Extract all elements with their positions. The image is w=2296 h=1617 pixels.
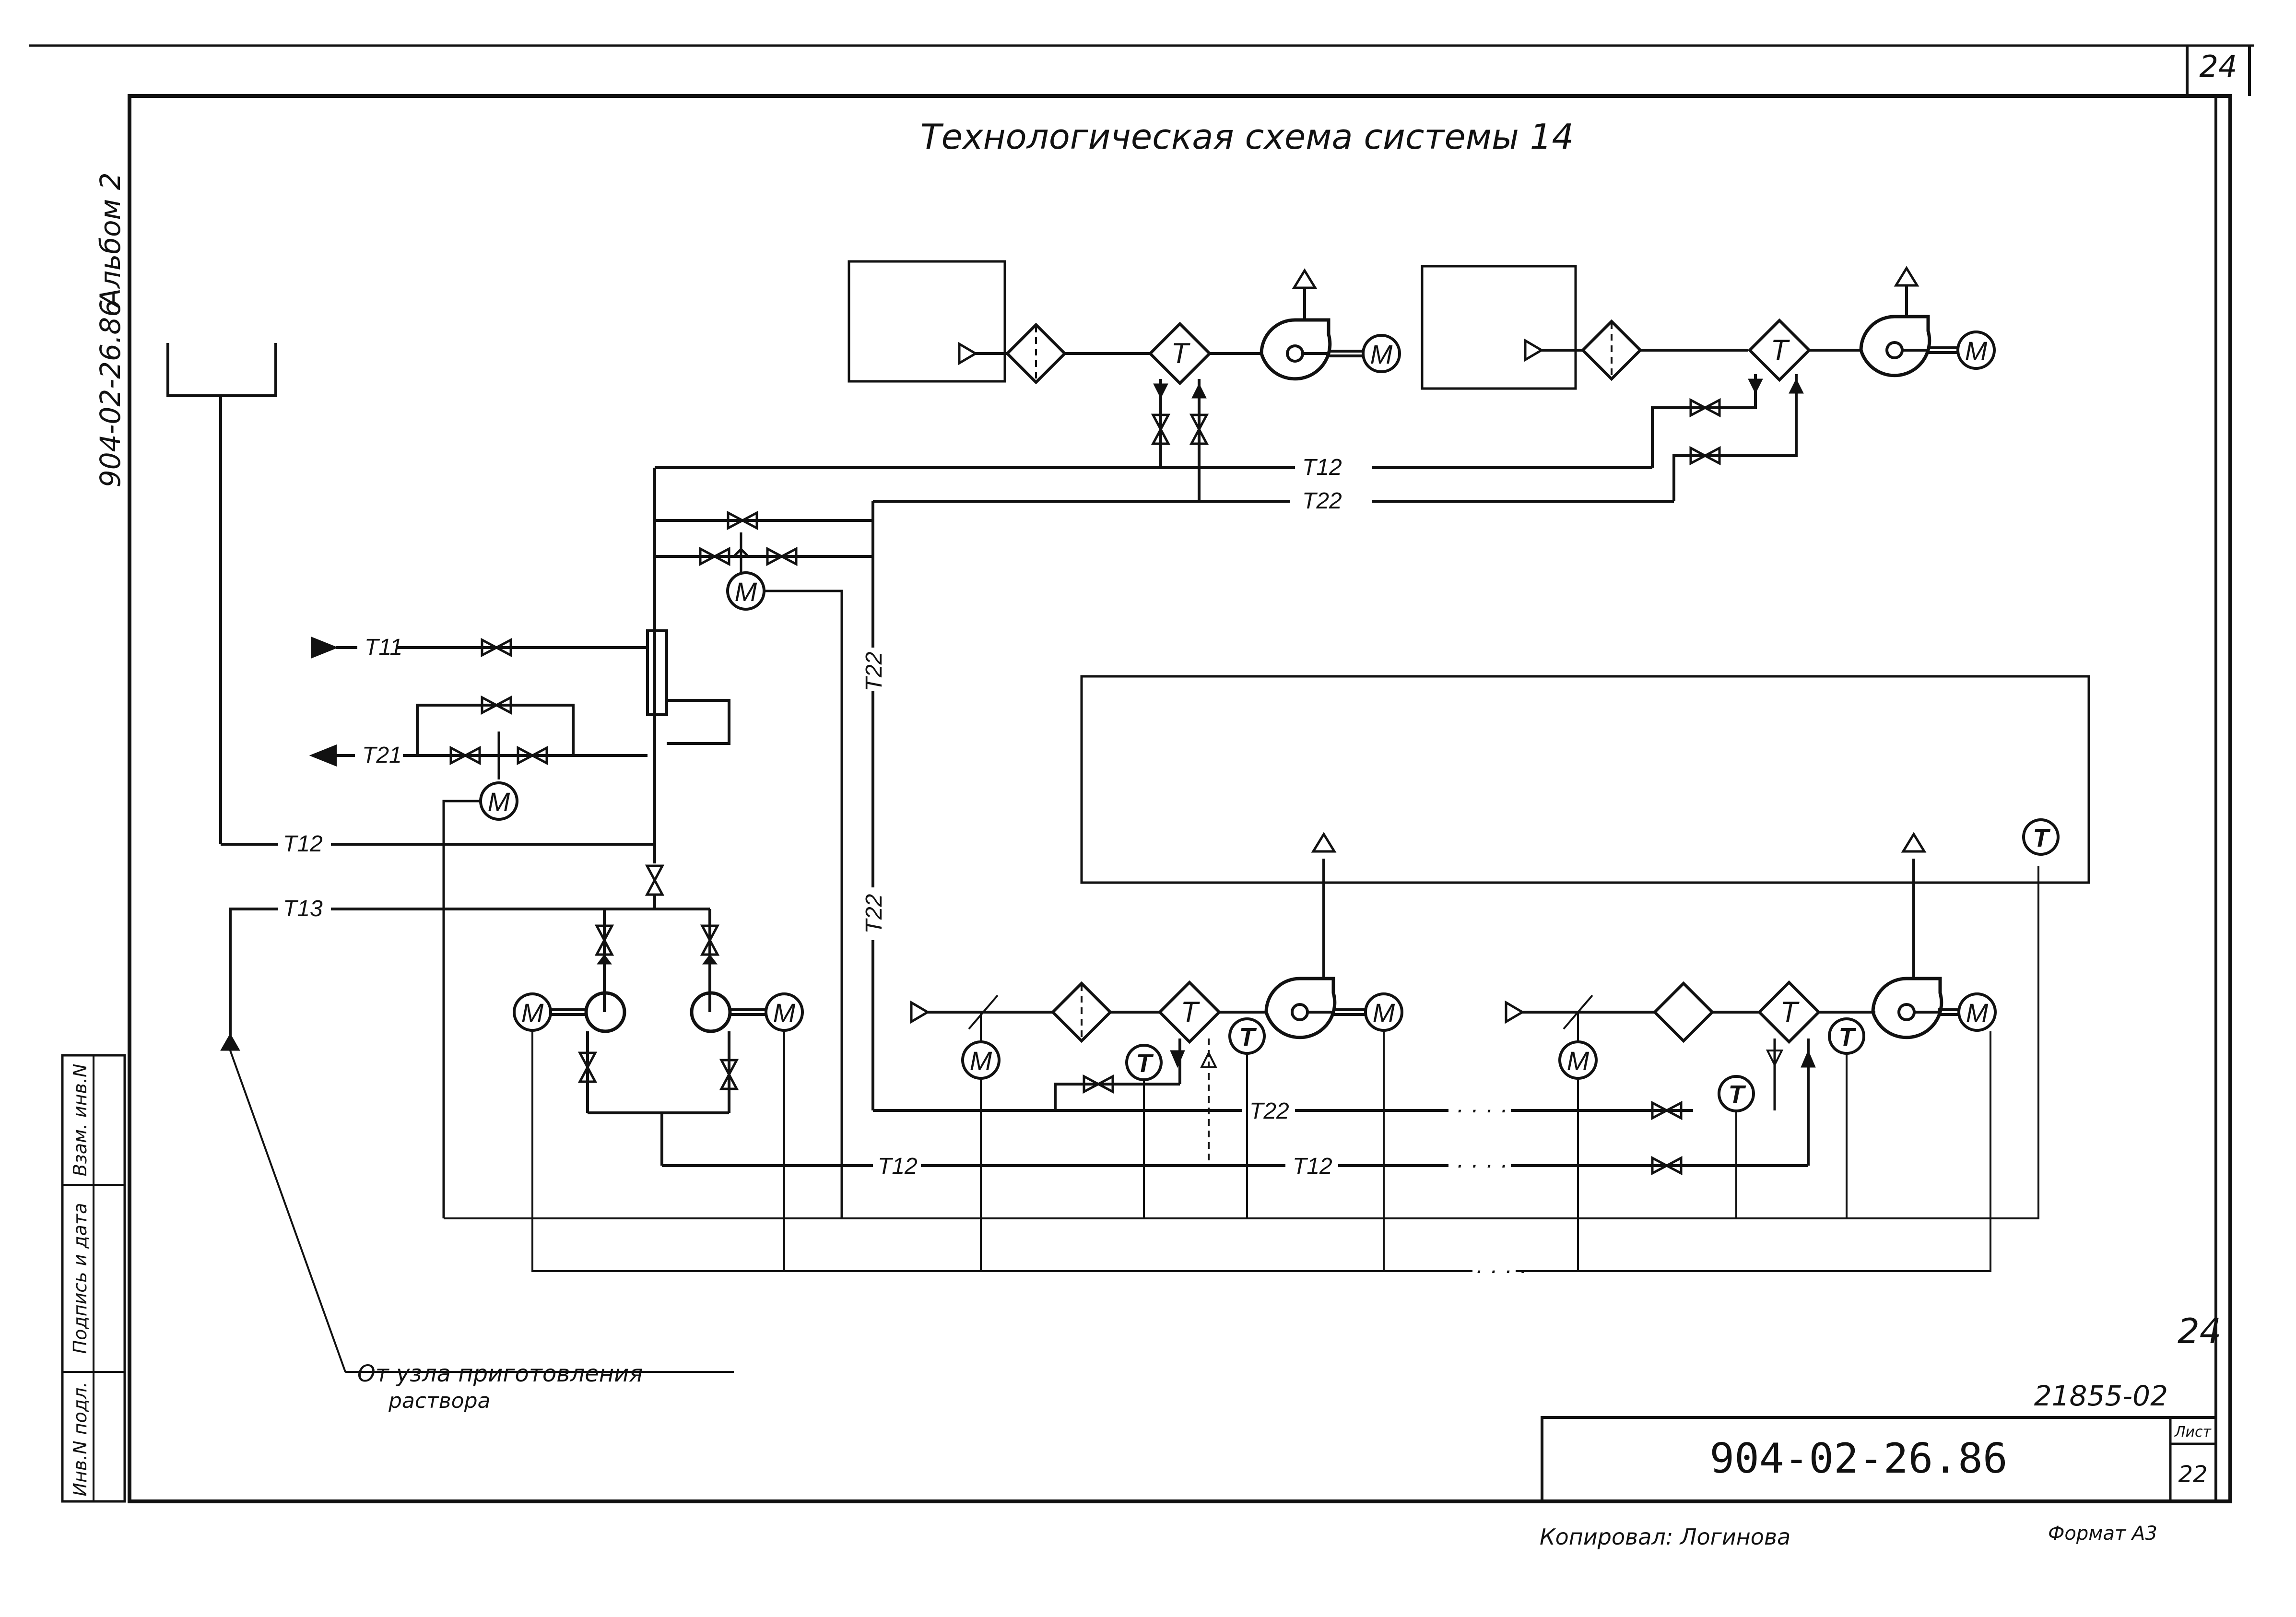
lower-unit-1 bbox=[911, 834, 1402, 1271]
motor-letter: М bbox=[521, 998, 544, 1028]
title-block: 24 21855-02 904-02-26.86 Лист 22 Копиров… bbox=[1540, 1311, 2222, 1550]
heater-letter: Т bbox=[1171, 337, 1191, 369]
pipe-label-t12-left: Т12 bbox=[283, 831, 323, 857]
upper-unit-1 bbox=[848, 260, 1400, 501]
motor-letter: М bbox=[488, 787, 510, 817]
thermo-letter: Т bbox=[1239, 1023, 1257, 1051]
pipe-label-t22-vertical-1: Т22 bbox=[861, 652, 887, 692]
pipe-label-t21: Т21 bbox=[362, 743, 402, 768]
motor-letter: М bbox=[1370, 339, 1393, 369]
archive-number: 21855-02 bbox=[2034, 1380, 2168, 1412]
pipe-label-t22-bottom: Т22 bbox=[1249, 1098, 1289, 1124]
pipe-label-t12-top: Т12 bbox=[1302, 455, 1342, 480]
sheet-number-top: 24 bbox=[2200, 49, 2237, 84]
scheme-title: Технологическая схема системы 14 bbox=[920, 117, 1574, 157]
motor-letter: М bbox=[735, 577, 757, 607]
motor-letter: М bbox=[1373, 998, 1395, 1028]
side-album-label: Альбом 2 bbox=[94, 172, 127, 309]
pipe-labels: Т11 Т21 Т12 Т13 Т12 Т22 Т22 Т22 Т22 Т12 … bbox=[283, 455, 1527, 1284]
heater-letter: Т bbox=[1181, 996, 1201, 1028]
thermo-letter: Т bbox=[1136, 1049, 1154, 1078]
thermo-letter: Т bbox=[1729, 1080, 1746, 1109]
pipe-label-t22-vertical-2: Т22 bbox=[861, 894, 887, 934]
side-code-label: 904-02-26.86 bbox=[94, 299, 127, 487]
continuation-dots: · · · · bbox=[1456, 1151, 1507, 1178]
stamp-cell-replace: Взам. инв.N bbox=[70, 1064, 91, 1177]
heater-letter: Т bbox=[1771, 334, 1790, 366]
copied-by: Копировал: Логинова bbox=[1540, 1524, 1790, 1550]
continuation-dots: · · · · bbox=[1475, 1257, 1527, 1284]
sheet-label: Лист bbox=[2174, 1424, 2212, 1440]
sheet-value: 22 bbox=[2178, 1461, 2207, 1488]
stamp-cell-signature: Подпись и дата bbox=[70, 1203, 91, 1354]
format-label: Формат А3 bbox=[2048, 1523, 2157, 1545]
pipe-label-t11: Т11 bbox=[365, 635, 402, 660]
pipes bbox=[166, 343, 2039, 1373]
source-note-line-1: От узла приготовления bbox=[357, 1360, 643, 1387]
document-code: 904-02-26.86 bbox=[1709, 1435, 2007, 1483]
serviced-room bbox=[1080, 675, 2090, 884]
stamp-cell-inv: Инв.N подл. bbox=[70, 1382, 91, 1497]
motor-letter: М bbox=[1966, 998, 1989, 1028]
continuation-dots: · · · · bbox=[1456, 1096, 1507, 1123]
sheet-number-bottom: 24 bbox=[2178, 1311, 2222, 1351]
thermo-letter: Т bbox=[1839, 1023, 1857, 1051]
drawing-frame bbox=[29, 44, 2254, 1503]
heater-letter: Т bbox=[1780, 996, 1800, 1028]
upper-unit-2 bbox=[1421, 265, 1994, 501]
lower-unit-2 bbox=[1506, 820, 2058, 1271]
source-note-line-2: раствора bbox=[388, 1389, 490, 1413]
pipe-label-t12-bottom-2: Т12 bbox=[1293, 1154, 1332, 1179]
pipe-label-t12-bottom-1: Т12 bbox=[878, 1154, 918, 1179]
equipment-letters: М М М М М М М М М М Т Т Т Т Т Т Т Т Т bbox=[488, 334, 2051, 1109]
motor-letter: М bbox=[1965, 336, 1988, 366]
pipe-label-t13: Т13 bbox=[283, 896, 323, 921]
motor-letter: М bbox=[1567, 1046, 1590, 1076]
motor-letter: М bbox=[970, 1046, 992, 1076]
motor-letter: М bbox=[773, 998, 796, 1028]
thermo-letter: Т bbox=[2033, 824, 2051, 852]
pipe-label-t22-top: Т22 bbox=[1302, 488, 1342, 514]
